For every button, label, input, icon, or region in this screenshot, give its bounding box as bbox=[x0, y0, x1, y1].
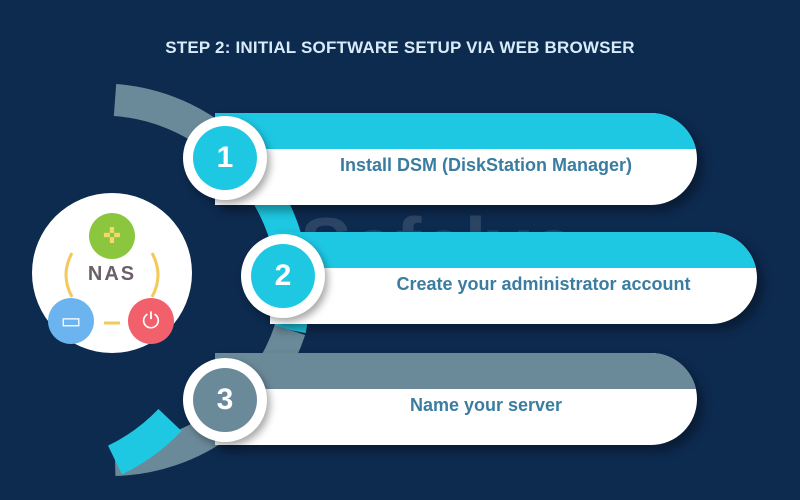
step-3-number-badge: 3 bbox=[183, 358, 267, 442]
step-3-bar: Name your server bbox=[215, 353, 697, 445]
step-1-label: Install DSM (DiskStation Manager) bbox=[339, 155, 633, 175]
page-title: STEP 2: INITIAL SOFTWARE SETUP VIA WEB B… bbox=[165, 38, 635, 57]
power-icon: ⏻ bbox=[128, 298, 174, 344]
step-2-label: Create your administrator account bbox=[396, 274, 691, 294]
step-2-number-badge: 2 bbox=[241, 234, 325, 318]
step-3-label: Name your server bbox=[409, 395, 563, 415]
step-1-bar: Install DSM (DiskStation Manager) bbox=[215, 113, 697, 205]
nas-label: NAS bbox=[87, 263, 137, 285]
step-2-bar: Create your administrator account bbox=[270, 232, 757, 324]
monitor-icon: ▭ bbox=[48, 298, 94, 344]
step-1-number-badge: 1 bbox=[183, 116, 267, 200]
nas-badge: ✜ ▭ ⏻ NAS bbox=[32, 193, 192, 353]
gear-cross-icon: ✜ bbox=[89, 213, 135, 259]
